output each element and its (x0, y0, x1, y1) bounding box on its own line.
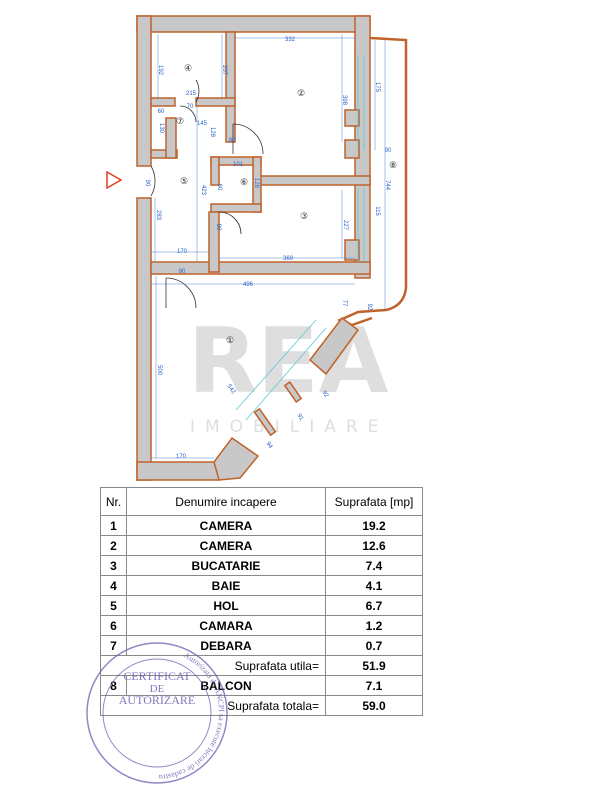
entrance-marker-icon (106, 170, 123, 190)
dimension-label: 369 (283, 256, 294, 262)
row-nr: 3 (100, 555, 127, 576)
stamp-line-2: DE (150, 683, 165, 695)
row-nr: 5 (100, 595, 127, 616)
room-number-label: ⑦ (176, 116, 184, 126)
room-number-label: ⑤ (180, 176, 188, 186)
balcony-outline (336, 36, 408, 327)
room-labels: ① ② ③ ④ ⑤ ⑥ ⑦ ⑧ (176, 63, 397, 345)
dimension-label: 80 (215, 224, 221, 231)
row-area: 7.1 (325, 675, 423, 696)
row-area: 7.4 (325, 555, 423, 576)
walls (136, 15, 371, 481)
header-room-name: Denumire incapere (126, 487, 326, 516)
dimension-label: 227 (342, 220, 348, 231)
dimension-label: 500 (156, 365, 162, 376)
dimension-label: 94 (264, 441, 273, 450)
dimension-label: 128 (209, 127, 215, 138)
room-number-label: ① (226, 335, 234, 345)
dimension-label: 101 (233, 162, 244, 168)
room-number-label: ② (297, 88, 305, 98)
dimension-label: 130 (158, 123, 164, 134)
dimension-labels: 332 192 207 215 70 60 145 130 128 90 398 175 90 744 10… (144, 37, 392, 460)
header-nr: Nr. (100, 487, 127, 516)
authorization-stamp: Autorizata de ANCPI sa execute lucrari d… (86, 642, 228, 784)
dimension-label: 128 (253, 178, 259, 189)
row-area: 0.7 (325, 635, 423, 656)
total-area-label: Suprafata totala= (100, 695, 326, 716)
dimension-label: 398 (341, 95, 347, 106)
watermark: REA IMOBILIARE (188, 309, 389, 437)
stamp-line-3: AUTORIZARE (119, 693, 195, 707)
floor-plan: REA IMOBILIARE (106, 15, 408, 481)
useful-area-value: 51.9 (325, 655, 423, 676)
dimension-label: 215 (186, 91, 197, 97)
dimension-label: 283 (155, 210, 161, 221)
room-number-label: ③ (300, 211, 308, 221)
dimension-label: 744 (384, 180, 390, 191)
dimension-lines (151, 34, 386, 459)
dimension-label: 90 (179, 269, 186, 275)
row-name: BAIE (126, 575, 326, 596)
dimension-label: 92 (320, 390, 329, 399)
windows (235, 55, 365, 421)
dimension-label: 90 (144, 180, 150, 187)
dimension-label: 332 (285, 37, 296, 43)
dimension-label: 77 (341, 300, 347, 307)
dimension-label: 60 (216, 184, 222, 191)
doors (150, 79, 264, 309)
row-area: 4.1 (325, 575, 423, 596)
dimension-label: 170 (176, 454, 187, 460)
dimension-label: 115 (374, 206, 380, 216)
dimension-label: 70 (187, 104, 194, 110)
dimension-label: 192 (157, 65, 163, 76)
header-area: Suprafata [mp] (325, 487, 423, 516)
table-header-row: Nr. Denumire incapere Suprafata [mp] (100, 487, 423, 516)
room-number-label: ⑧ (389, 160, 397, 170)
row-name: CAMARA (126, 615, 326, 636)
total-area-value: 59.0 (325, 695, 423, 716)
dimension-label: 90 (229, 138, 236, 144)
row-nr: 4 (100, 575, 127, 596)
row-area: 6.7 (325, 595, 423, 616)
row-nr: 6 (100, 615, 127, 636)
row-area: 12.6 (325, 535, 423, 556)
row-name: HOL (126, 595, 326, 616)
dimension-label: 145 (197, 121, 208, 127)
dimension-label: 423 (200, 185, 206, 196)
dimension-label: 60 (158, 109, 165, 115)
dimension-label: 175 (374, 82, 380, 93)
row-name: CAMERA (126, 535, 326, 556)
row-nr: 2 (100, 535, 127, 556)
row-area: 19.2 (325, 515, 423, 536)
dimension-label: 90 (385, 148, 392, 154)
room-number-label: ⑥ (240, 177, 248, 187)
row-area: 1.2 (325, 615, 423, 636)
dimension-label: 170 (177, 249, 188, 255)
total-area-row: Suprafata totala=59.0 (100, 695, 423, 716)
row-name: CAMERA (126, 515, 326, 536)
stamp-line-1: CERTIFICAT (123, 669, 191, 683)
dimension-label: 92 (366, 304, 372, 311)
dimension-label: 91 (295, 413, 304, 422)
room-number-label: ④ (184, 63, 192, 73)
row-name: BUCATARIE (126, 555, 326, 576)
watermark-brand: REA (188, 309, 389, 414)
watermark-subtitle: IMOBILIARE (190, 417, 388, 437)
dimension-label: 207 (221, 65, 227, 76)
row-nr: 1 (100, 515, 127, 536)
dimension-label: 542 (225, 384, 236, 396)
dimension-label: 496 (243, 282, 254, 288)
